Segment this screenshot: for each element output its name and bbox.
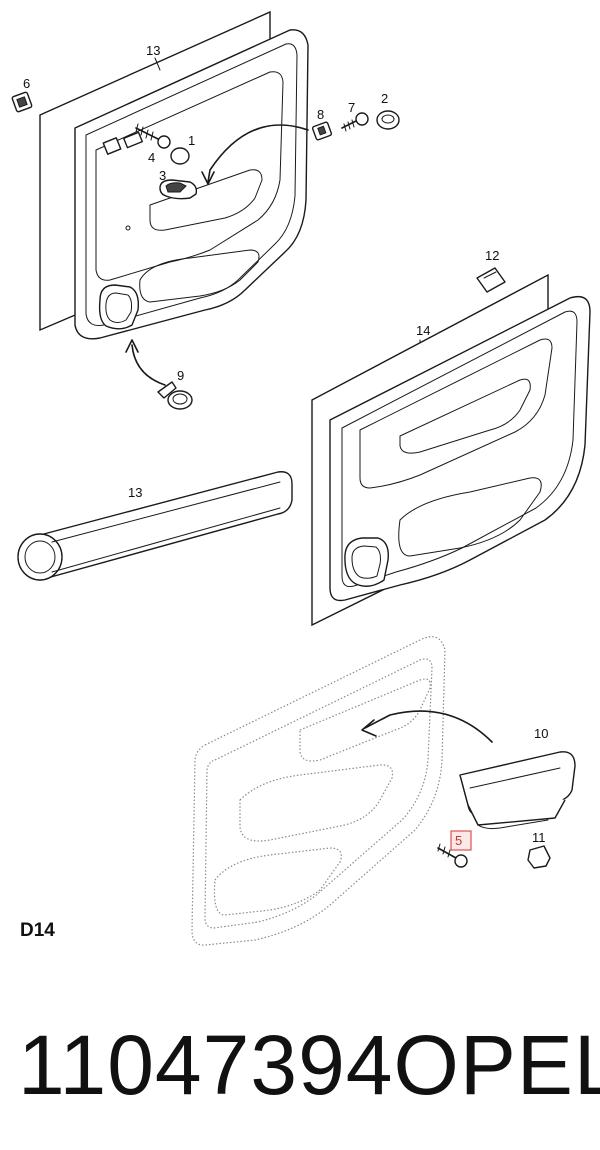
callout-13-top: 13 bbox=[146, 43, 160, 58]
callout-2: 2 bbox=[381, 91, 388, 106]
callout-7: 7 bbox=[348, 100, 355, 115]
handle-part-3 bbox=[159, 179, 198, 200]
callout-8: 8 bbox=[317, 107, 324, 122]
callout-1: 1 bbox=[188, 133, 195, 148]
part-number: 11047394 bbox=[18, 1018, 394, 1112]
callout-3: 3 bbox=[159, 168, 166, 183]
brand-name: OPEL bbox=[393, 1018, 600, 1112]
callout-5-highlight-box bbox=[450, 830, 472, 851]
armrest-cover-part-10 bbox=[459, 751, 576, 830]
assembly-arrow-bottom bbox=[364, 710, 493, 743]
callout-13-middle: 13 bbox=[128, 485, 142, 500]
cap-part-1 bbox=[170, 147, 190, 165]
callout-9: 9 bbox=[177, 368, 184, 383]
push-clip-part-9 bbox=[157, 381, 193, 410]
clip-part-8 bbox=[311, 121, 333, 141]
callout-11: 11 bbox=[532, 830, 546, 845]
leader-13-top bbox=[154, 57, 161, 71]
clip-part-11 bbox=[527, 845, 551, 869]
seal-strip-part-13 bbox=[17, 471, 293, 581]
callout-10: 10 bbox=[534, 726, 548, 741]
screw-part-5 bbox=[437, 843, 468, 868]
screw-part-7 bbox=[341, 112, 369, 132]
callout-14: 14 bbox=[416, 323, 430, 338]
assembly-arrowhead-top bbox=[201, 171, 215, 185]
section-code: D14 bbox=[20, 920, 55, 941]
screw-part-4 bbox=[135, 123, 171, 149]
door-trim-panel-front bbox=[39, 10, 309, 340]
callout-6: 6 bbox=[23, 76, 30, 91]
door-trim-panel-rear bbox=[311, 273, 591, 627]
assembly-arrowhead-9 bbox=[125, 339, 139, 353]
callout-5: 5 bbox=[455, 833, 462, 848]
callout-4: 4 bbox=[148, 150, 155, 165]
assembly-arrow-9 bbox=[131, 344, 166, 386]
assembly-arrow-top bbox=[207, 124, 309, 183]
part-reference-line: 11047394 OPEL bbox=[18, 1010, 600, 1120]
exploded-parts-diagram: 13 6 8 7 2 4 1 3 bbox=[11, 10, 591, 946]
assembly-arrowhead-bottom bbox=[361, 719, 377, 737]
door-trim-panel-ghost bbox=[191, 636, 446, 946]
cap-part-2 bbox=[376, 110, 400, 130]
clip-part-12 bbox=[476, 267, 506, 293]
callout-12: 12 bbox=[485, 248, 499, 263]
clip-part-6 bbox=[11, 91, 33, 113]
